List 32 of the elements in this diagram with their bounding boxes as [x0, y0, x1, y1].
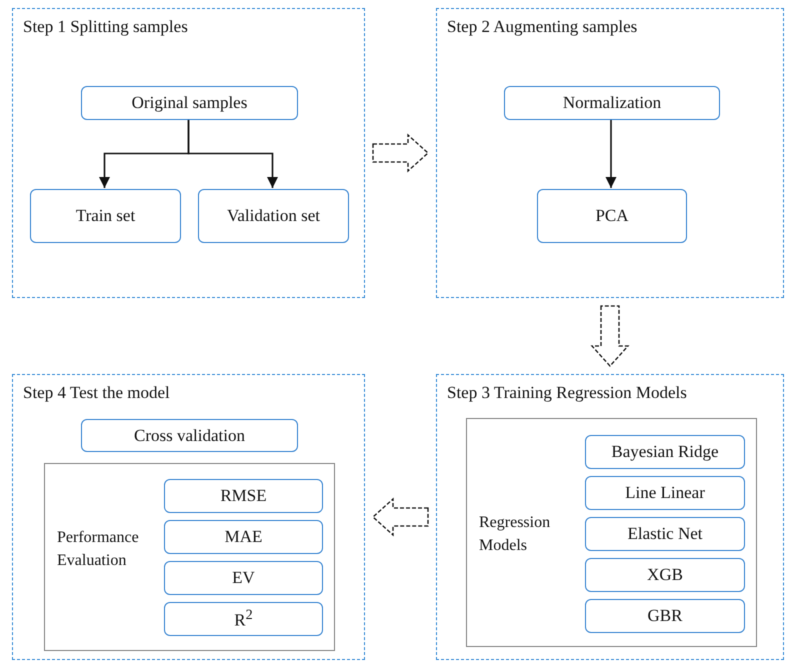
step-heading: Step 2 Augmenting samples	[447, 17, 638, 37]
model-box: MAE	[164, 520, 323, 554]
process-box: Train set	[30, 189, 181, 243]
step-panel	[436, 8, 784, 298]
step-heading: Step 3 Training Regression Models	[447, 383, 687, 403]
model-box: XGB	[585, 558, 745, 592]
block-arrow	[590, 305, 630, 367]
model-box: Bayesian Ridge	[585, 435, 745, 469]
step-panel	[12, 8, 365, 298]
arrow	[605, 119, 617, 188]
model-box: GBR	[585, 599, 745, 633]
step-heading: Step 4 Test the model	[23, 383, 170, 403]
model-box: EV	[164, 561, 323, 595]
group-box	[44, 463, 335, 651]
block-arrow	[372, 134, 429, 172]
process-box: Original samples	[81, 86, 298, 120]
block-arrow	[372, 498, 429, 536]
model-box: R$^{2}$	[164, 602, 323, 636]
process-box: Validation set	[198, 189, 349, 243]
arrow	[188, 119, 278, 188]
process-box: Normalization	[504, 86, 720, 120]
model-box: RMSE	[164, 479, 323, 513]
step-heading: Step 1 Splitting samples	[23, 17, 188, 37]
group-box	[466, 418, 757, 647]
model-box: Line Linear	[585, 476, 745, 510]
group-label: Regression Models	[479, 513, 552, 556]
model-box: Elastic Net	[585, 517, 745, 551]
step-panel	[436, 374, 784, 660]
process-box: PCA	[537, 189, 687, 243]
group-label: Performance Evaluation	[57, 528, 140, 572]
process-box: Cross validation	[81, 419, 298, 452]
step-panel	[12, 374, 365, 660]
